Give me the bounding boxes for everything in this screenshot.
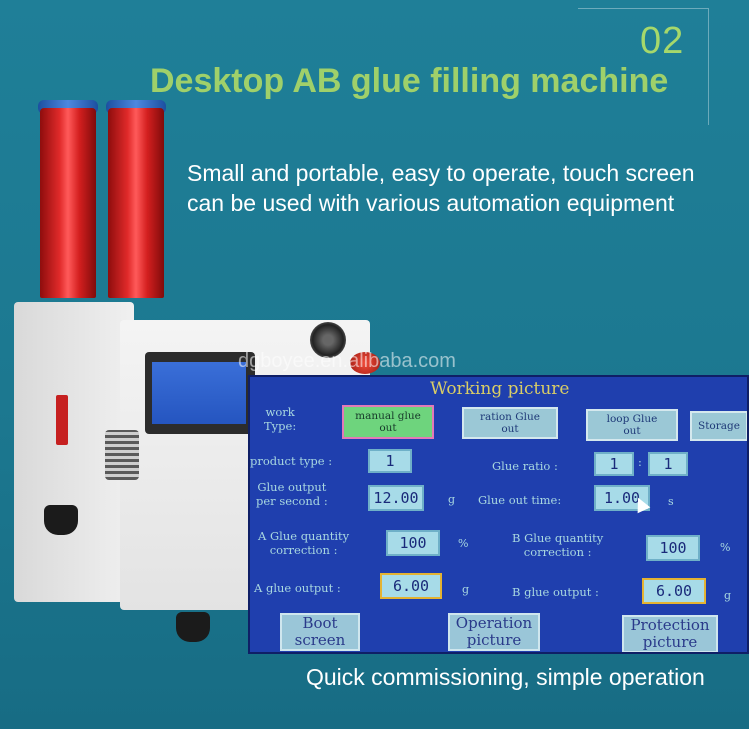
work-type-label: work Type:	[264, 405, 296, 433]
a-glue-output-unit: g	[462, 583, 470, 596]
b-glue-output-field[interactable]: 6.00	[642, 578, 706, 604]
glue-out-time-label: Glue out time:	[478, 493, 562, 507]
glue-out-time-unit: s	[668, 495, 674, 508]
machine-screen	[152, 362, 246, 424]
a-glue-correction-unit: %	[458, 537, 469, 550]
subtitle-line-1: Small and portable, easy to operate, tou…	[187, 160, 695, 186]
storage-button[interactable]: Storage	[690, 411, 747, 441]
fan-vent-icon	[105, 430, 139, 480]
subtitle-line-2: can be used with various automation equi…	[187, 190, 675, 216]
product-type-label: product type :	[250, 454, 333, 468]
glue-output-per-second-field[interactable]: 12.00	[368, 485, 424, 511]
product-type-field[interactable]: 1	[368, 449, 412, 473]
machine-foot	[176, 612, 210, 642]
glue-out-time-field[interactable]: 1.00	[594, 485, 650, 511]
b-glue-correction-unit: %	[720, 541, 731, 554]
b-glue-output-label: B glue output :	[512, 585, 599, 599]
glue-tube-b	[108, 108, 164, 298]
glue-output-unit: g	[448, 493, 456, 506]
glue-ratio-label: Glue ratio :	[492, 459, 558, 473]
glue-ratio-a-field[interactable]: 1	[594, 452, 634, 476]
glue-ratio-b-field[interactable]: 1	[648, 452, 688, 476]
glue-output-per-second-label: Glue output per second :	[256, 480, 328, 508]
b-glue-output-unit: g	[724, 589, 732, 602]
b-glue-correction-label: B Glue quantity correction :	[512, 531, 604, 559]
emergency-stop-icon	[350, 352, 380, 374]
hmi-title: Working picture	[430, 379, 570, 399]
glue-tube-a	[40, 108, 96, 298]
work-type-label-line1: work	[265, 405, 295, 419]
a-glue-correction-field[interactable]: 100	[386, 530, 440, 556]
page-title: Desktop AB glue filling machine	[150, 62, 669, 100]
work-type-label-line2: Type:	[264, 419, 297, 433]
machine-foot	[44, 505, 78, 535]
a-glue-correction-label: A Glue quantity correction :	[258, 529, 350, 557]
a-glue-output-label: A glue output :	[254, 581, 341, 595]
glue-ratio-separator: :	[638, 455, 642, 469]
section-number: 02	[640, 20, 685, 62]
warning-label	[56, 395, 68, 445]
watermark: dgboyee.en.alibaba.com	[238, 350, 456, 372]
b-glue-correction-field[interactable]: 100	[646, 535, 700, 561]
number-frame	[578, 8, 709, 125]
control-knob	[310, 322, 346, 358]
footer-caption: Quick commissioning, simple operation	[306, 664, 705, 690]
a-glue-output-field[interactable]: 6.00	[380, 573, 442, 599]
